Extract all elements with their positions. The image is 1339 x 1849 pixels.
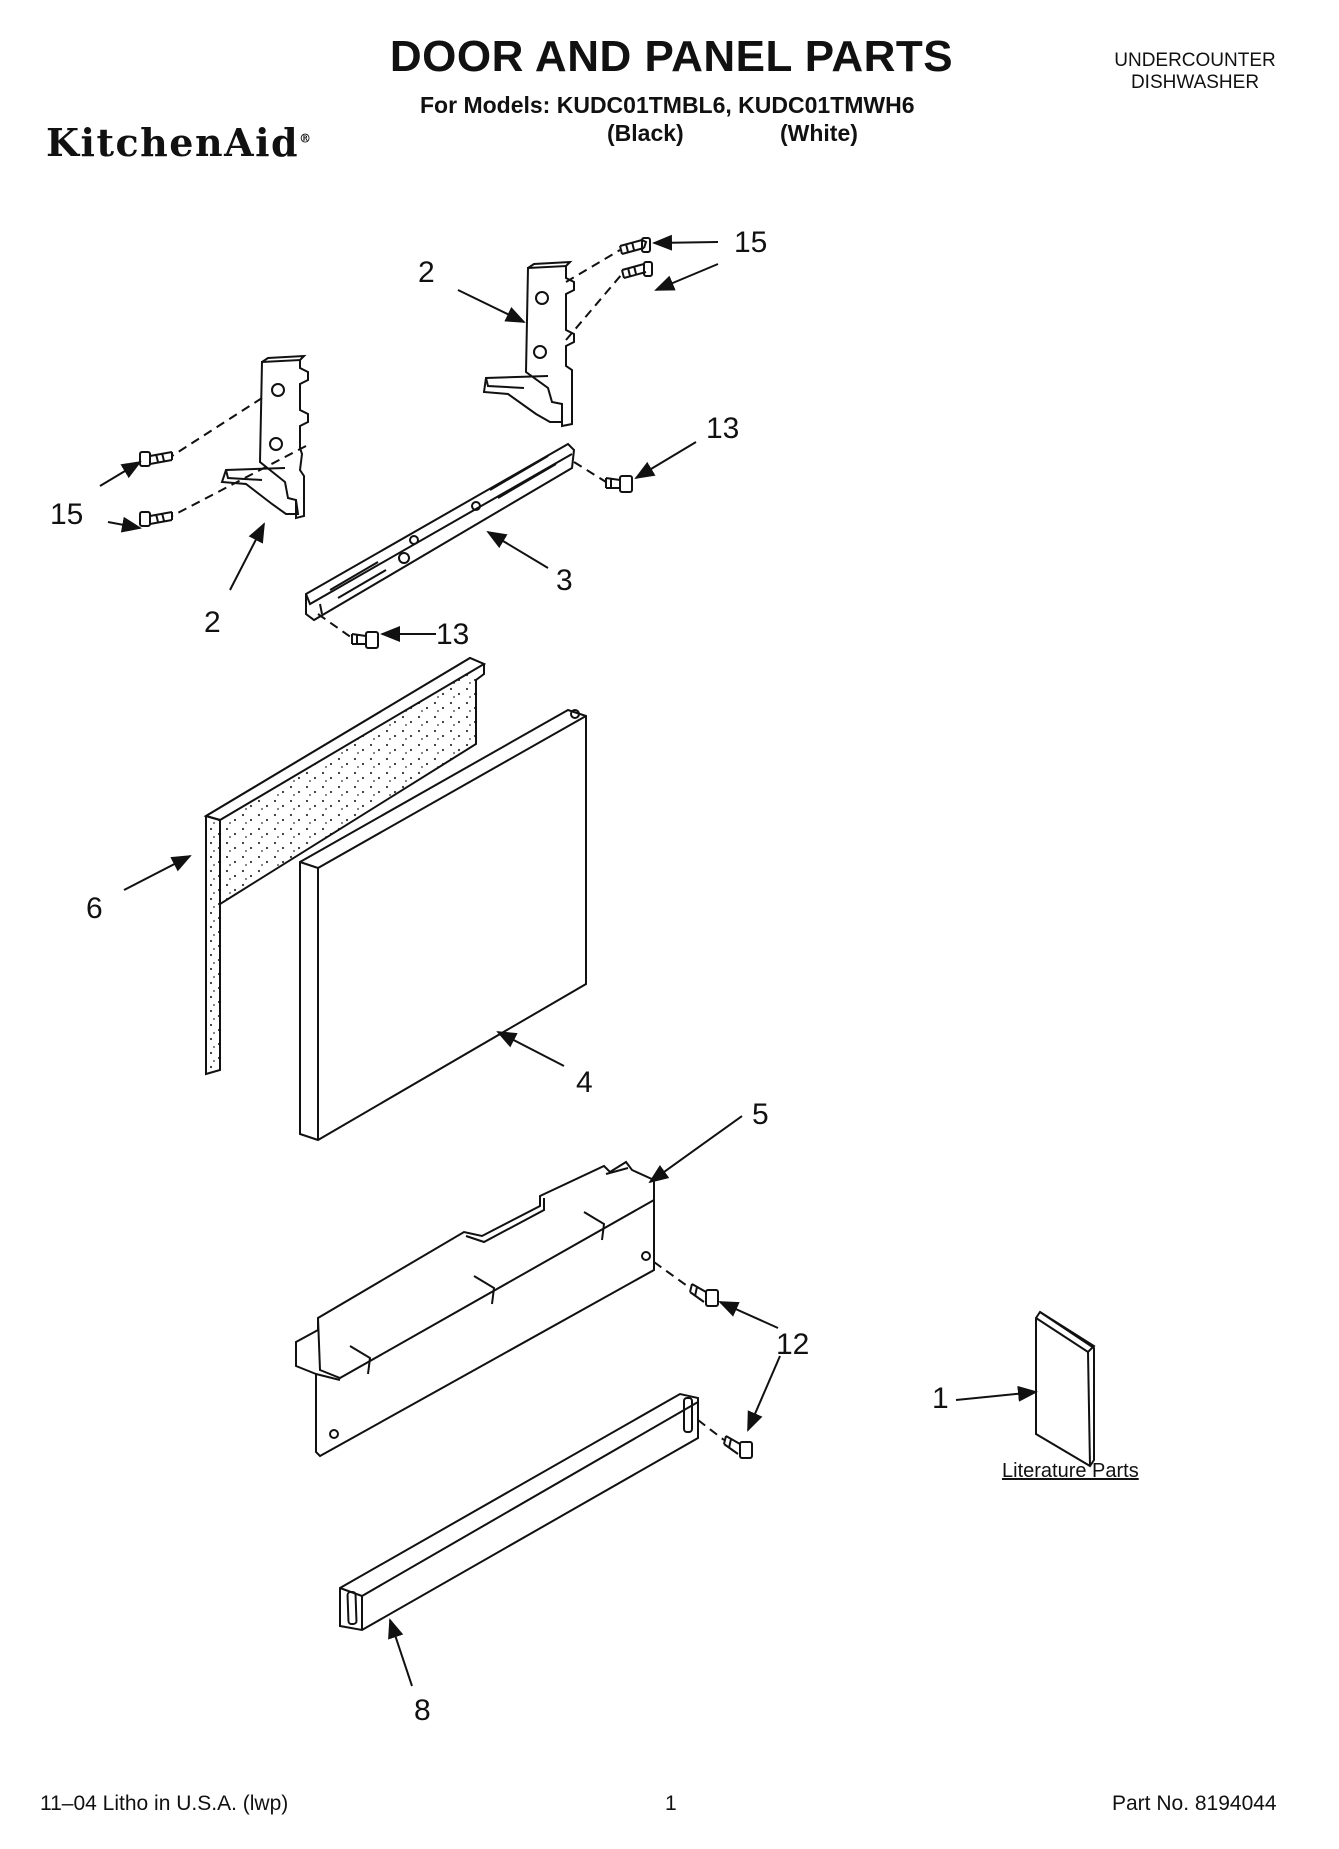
callout-15-left: 15 [50, 498, 84, 531]
screw-icon [689, 1283, 719, 1307]
brand-logo-text: KitchenAid [46, 120, 300, 165]
callout-12: 12 [776, 1328, 810, 1361]
hinge-bracket-left [220, 354, 309, 520]
screw-icon [139, 451, 173, 467]
color-white-label: (White) [780, 120, 858, 146]
models-line: For Models: KUDC01TMBL6, KUDC01TMWH6 [420, 92, 915, 118]
screw-icon [351, 631, 379, 649]
screw-icon [723, 1435, 753, 1459]
callout-5: 5 [752, 1098, 769, 1131]
page-title: DOOR AND PANEL PARTS [389, 32, 954, 81]
callout-6: 6 [86, 892, 103, 925]
product-type-line1: UNDERCOUNTER [1114, 50, 1276, 71]
screw-icon [139, 511, 173, 527]
callout-2-top: 2 [418, 256, 435, 289]
callout-13-right: 13 [706, 412, 740, 445]
callout-1: 1 [932, 1382, 949, 1415]
screw-icon [619, 237, 651, 255]
toe-panel [295, 1160, 655, 1458]
footer-page-number: 1 [665, 1792, 677, 1815]
footer-litho: 11–04 Litho in U.S.A. (lwp) [40, 1792, 289, 1815]
callout-13-left: 13 [436, 618, 470, 651]
callout-15-top: 15 [734, 226, 768, 259]
leader-arrows [99, 234, 1038, 1687]
kickplate [339, 1392, 699, 1632]
screw-icon [621, 261, 653, 279]
callout-2-left: 2 [204, 606, 221, 639]
insulation-panel [203, 656, 487, 1076]
alignment-lines [171, 249, 725, 1441]
screw-icon [605, 475, 633, 493]
brand-logo: KitchenAid® [46, 120, 313, 165]
registered-mark-icon: ® [299, 131, 313, 146]
callout-3: 3 [556, 564, 573, 597]
product-type: UNDERCOUNTER DISHWASHER [1100, 50, 1290, 94]
product-type-line2: DISHWASHER [1130, 72, 1260, 93]
literature-parts-label: Literature Parts [1002, 1460, 1139, 1482]
color-black-label: (Black) [607, 120, 684, 146]
callout-4: 4 [576, 1066, 593, 1099]
outer-door-panel [299, 708, 587, 1142]
hinge-bracket-right [482, 260, 575, 428]
cross-rail [305, 442, 576, 622]
callout-8: 8 [414, 1694, 431, 1727]
footer-part-number: Part No. 8194044 [1112, 1792, 1277, 1815]
literature-booklet [1035, 1310, 1096, 1468]
